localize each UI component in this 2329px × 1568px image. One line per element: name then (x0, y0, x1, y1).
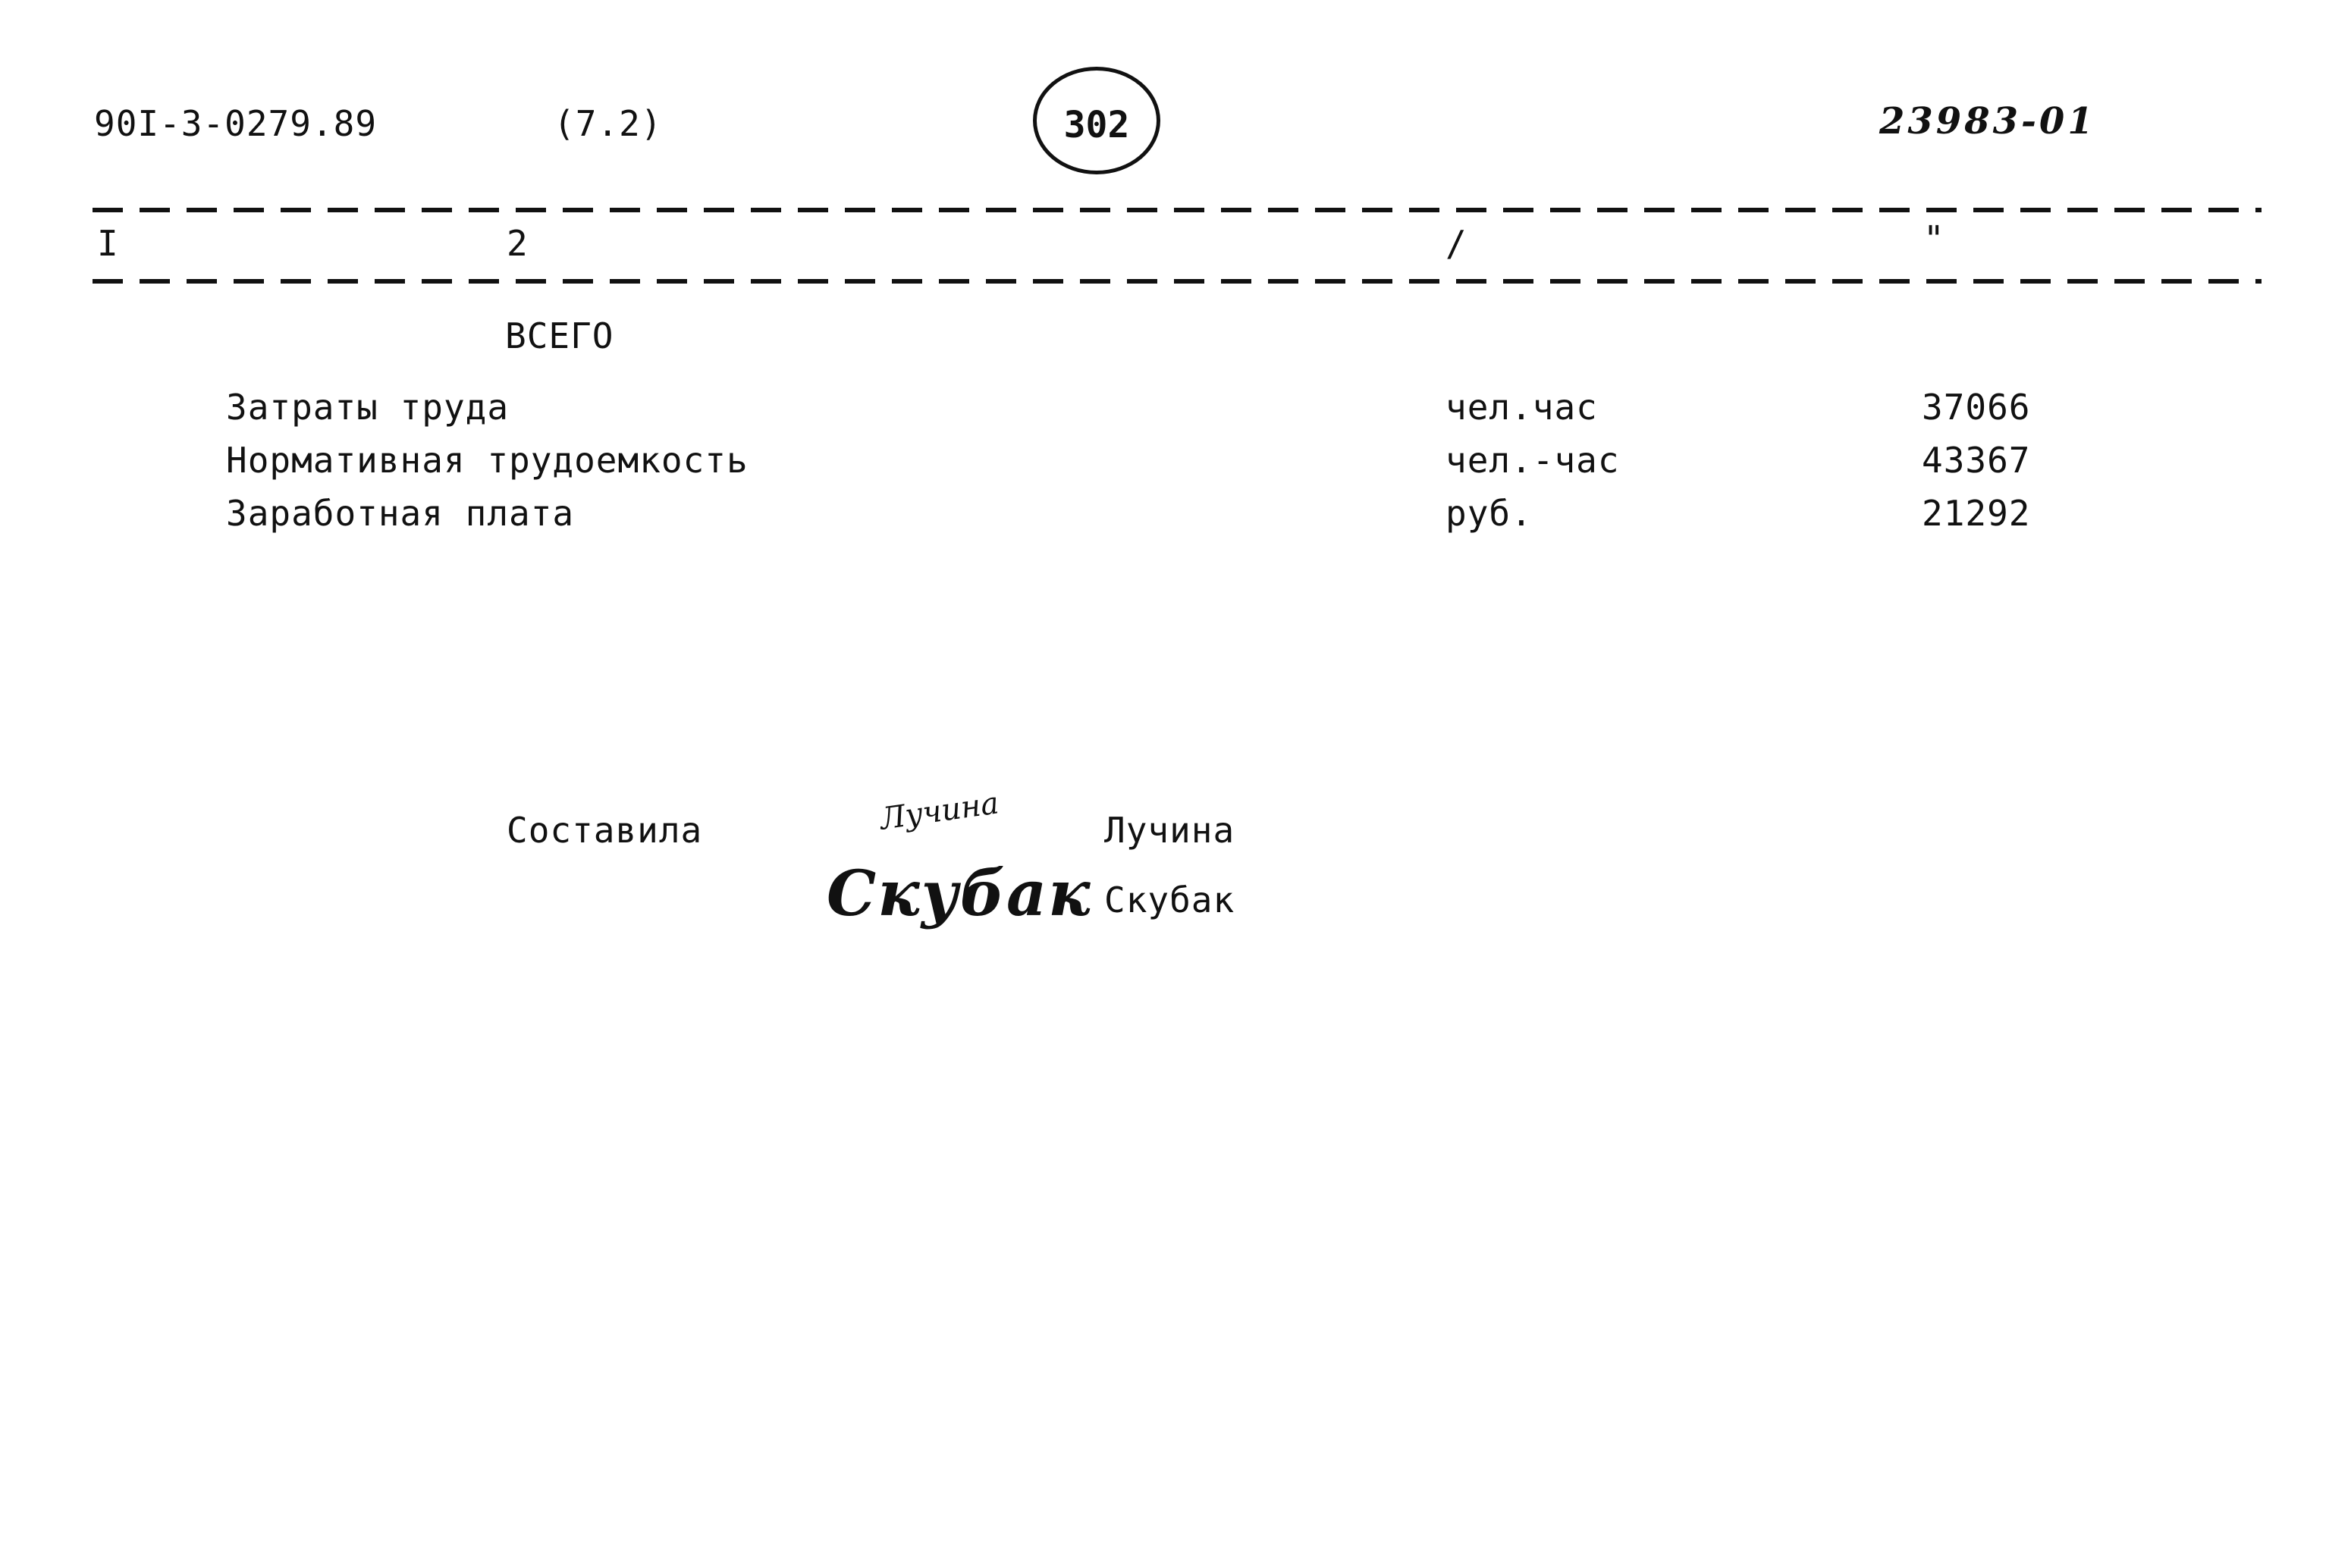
column-header-4: " (1923, 218, 1945, 259)
bottom-dashed-rule (93, 279, 2262, 284)
row-wage-unit: руб. (1445, 493, 1533, 534)
compiled-by-label: Составила (507, 810, 703, 851)
signatory-name-1: Лучина (1104, 810, 1235, 851)
row-labor-label: Затраты труда (226, 387, 510, 428)
doc-code: 90I-3-0279.89 (94, 103, 378, 144)
row-norm-label: Нормативная трудоемкость (226, 440, 749, 481)
row-wage-label: Заработная плата (226, 493, 575, 534)
section-number: (7.2) (554, 103, 663, 144)
archive-number: 23983-01 (1879, 100, 2096, 143)
row-labor-unit: чел.час (1445, 387, 1598, 428)
signature-luchina: Лучина (877, 786, 1001, 837)
page-number: 302 (1063, 104, 1130, 146)
page-number-stamp: 302 (1033, 67, 1160, 174)
row-norm-value: 43367 (1922, 440, 2031, 481)
top-dashed-rule (93, 208, 2262, 212)
row-wage-value: 21292 (1922, 493, 2031, 534)
column-header-2: 2 (507, 223, 529, 264)
row-labor-value: 37066 (1922, 387, 2031, 428)
column-header-1: I (97, 223, 119, 264)
signatory-name-2: Скубак (1104, 880, 1235, 920)
row-norm-unit: чел.-час (1445, 440, 1620, 481)
summary-heading: ВСЕГО (505, 315, 614, 356)
column-header-3: / (1445, 223, 1467, 264)
signature-skubak: Скубак (827, 858, 1092, 930)
